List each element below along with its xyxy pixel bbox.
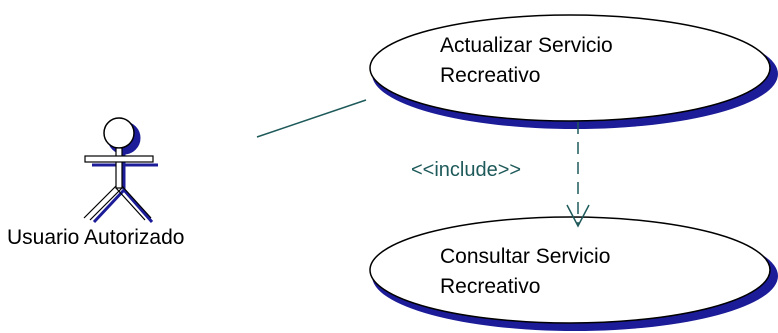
actor-name: Usuario Autorizado bbox=[7, 226, 185, 249]
actor-figure[interactable] bbox=[83, 117, 158, 224]
use-case-ellipse bbox=[369, 216, 771, 324]
use-case-label-actualizar: Actualizar Servicio Recreativo bbox=[440, 31, 613, 91]
use-case-label-line: Consultar Servicio bbox=[440, 245, 611, 268]
actor-body bbox=[83, 117, 154, 221]
use-case-actualizar[interactable] bbox=[369, 14, 778, 129]
dependency-arrowhead bbox=[566, 204, 590, 228]
use-case-ellipse bbox=[369, 14, 771, 122]
use-case-label-line: Recreativo bbox=[440, 275, 541, 298]
association-line bbox=[256, 99, 367, 138]
use-case-label-line: Actualizar Servicio bbox=[440, 34, 613, 57]
use-case-label-line: Recreativo bbox=[440, 64, 541, 87]
use-case-consultar[interactable] bbox=[369, 216, 778, 331]
include-stereotype-label: <<include>> bbox=[411, 159, 522, 181]
include-dependency[interactable] bbox=[566, 122, 590, 228]
use-case-label-consultar: Consultar Servicio Recreativo bbox=[440, 242, 610, 302]
